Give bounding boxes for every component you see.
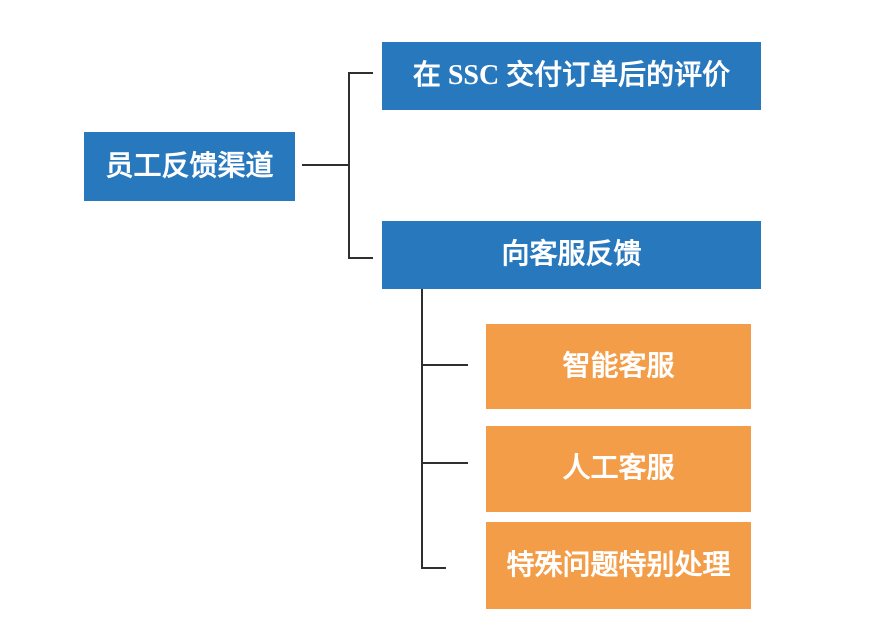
node-employee-feedback-channels-label: 员工反馈渠道 — [105, 150, 274, 182]
connector-to-intelligent-customer-service — [423, 364, 468, 366]
connector-to-customer-service-feedback — [350, 257, 373, 259]
node-feedback-to-customer-service-label: 向客服反馈 — [501, 239, 642, 270]
connector-to-special-issue-handling — [423, 567, 446, 569]
connector-to-human-customer-service — [423, 462, 468, 464]
node-special-issue-handling: 特殊问题特别处理 — [486, 522, 751, 609]
node-intelligent-customer-service-label: 智能客服 — [562, 350, 675, 382]
node-ssc-order-delivery-evaluation-label: 在 SSC 交付订单后的评价 — [412, 60, 731, 91]
connector-level1-vertical — [348, 72, 350, 259]
node-ssc-order-delivery-evaluation: 在 SSC 交付订单后的评价 — [382, 42, 761, 110]
node-human-customer-service: 人工客服 — [486, 426, 751, 512]
node-human-customer-service-label: 人工客服 — [562, 453, 675, 484]
connector-level2-vertical — [421, 289, 423, 569]
node-intelligent-customer-service: 智能客服 — [486, 324, 751, 409]
connector-to-ssc-evaluation — [350, 72, 373, 74]
node-special-issue-handling-label: 特殊问题特别处理 — [506, 549, 731, 581]
node-employee-feedback-channels: 员工反馈渠道 — [84, 132, 295, 201]
connector-root-to-junction — [302, 164, 349, 166]
node-feedback-to-customer-service: 向客服反馈 — [382, 221, 761, 289]
